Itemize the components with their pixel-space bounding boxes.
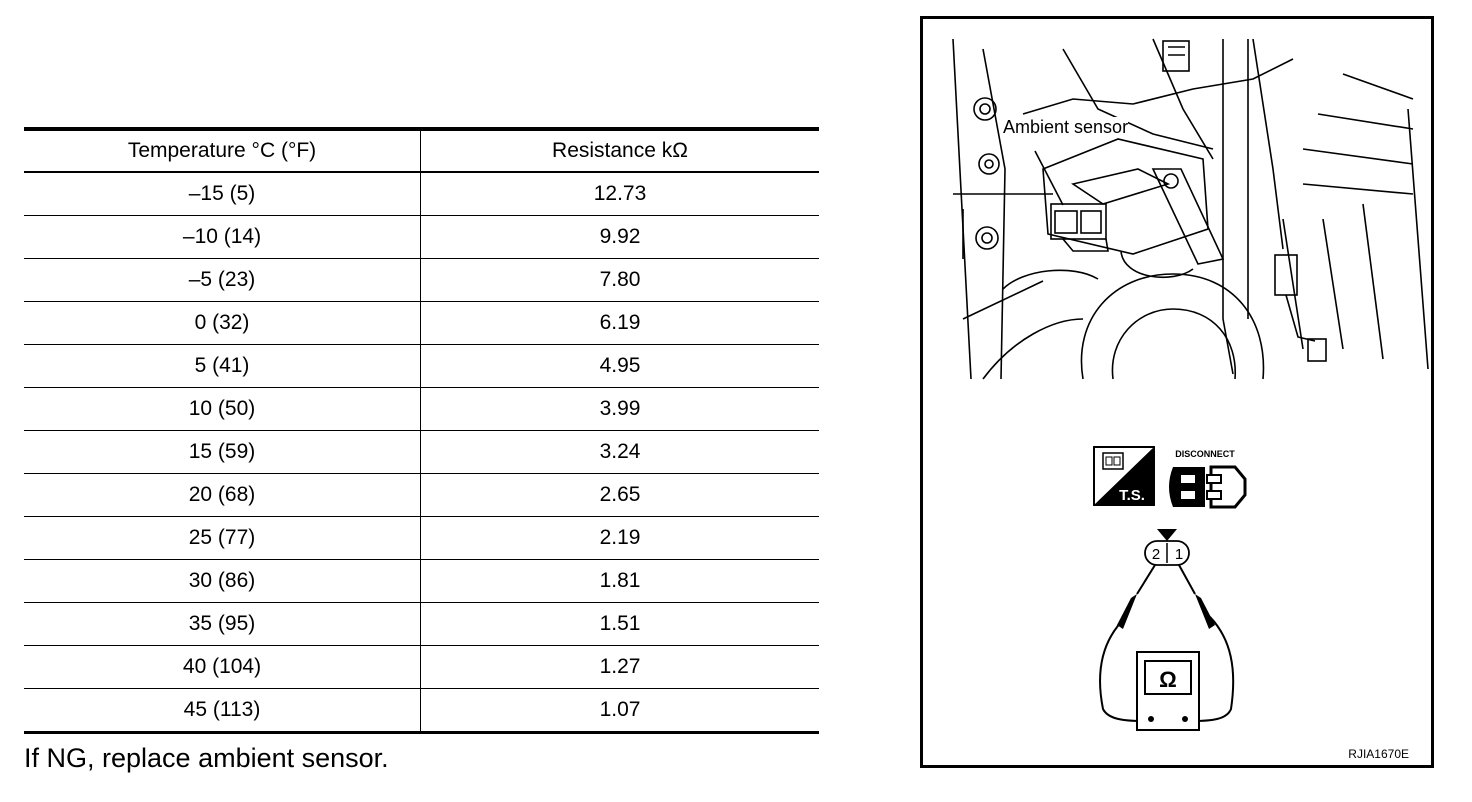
temperature-cell: 40 (104) <box>24 645 421 689</box>
table-row: 45 (113)1.07 <box>24 688 819 734</box>
temperature-cell: 10 (50) <box>24 387 421 431</box>
header-resistance: Resistance kΩ <box>420 127 819 173</box>
table-row: 35 (95)1.51 <box>24 602 819 646</box>
ts-label: T.S. <box>1119 487 1145 504</box>
table-row: 15 (59)3.24 <box>24 430 819 474</box>
header-temperature: Temperature °C (°F) <box>24 127 421 173</box>
temperature-cell: 15 (59) <box>24 430 421 474</box>
meter-symbol: Ω <box>1159 667 1177 692</box>
table-row: 5 (41)4.95 <box>24 344 819 388</box>
table-row: –15 (5)12.73 <box>24 172 819 216</box>
disconnect-icon: DISCONNECT <box>1169 449 1247 509</box>
figure-id: RJIA1670E <box>1348 747 1409 761</box>
resistance-cell: 2.65 <box>420 473 819 517</box>
ambient-sensor-callout: Ambient sensor <box>1003 117 1129 137</box>
ts-connector-icon: T.S. <box>1093 446 1155 506</box>
resistance-cell: 1.51 <box>420 602 819 646</box>
temperature-cell: 45 (113) <box>24 688 421 734</box>
temperature-cell: 25 (77) <box>24 516 421 560</box>
resistance-cell: 6.19 <box>420 301 819 345</box>
sensor-illustration: T.S. DISCONNECT 2 1 <box>952 38 1429 731</box>
temperature-cell: –10 (14) <box>24 215 421 259</box>
table-row: 25 (77)2.19 <box>24 516 819 560</box>
resistance-cell: 12.73 <box>420 172 819 216</box>
resistance-cell: 3.99 <box>420 387 819 431</box>
table-row: –10 (14)9.92 <box>24 215 819 259</box>
resistance-cell: 2.19 <box>420 516 819 560</box>
temperature-cell: 30 (86) <box>24 559 421 603</box>
temperature-cell: –15 (5) <box>24 172 421 216</box>
table-row: 40 (104)1.27 <box>24 645 819 689</box>
resistance-cell: 3.24 <box>420 430 819 474</box>
temperature-cell: 35 (95) <box>24 602 421 646</box>
ohmmeter-icon: Ω <box>1136 651 1200 731</box>
note-text: If NG, replace ambient sensor. <box>24 743 389 773</box>
temperature-cell: 20 (68) <box>24 473 421 517</box>
disconnect-label: DISCONNECT <box>1175 449 1235 459</box>
table-row: –5 (23)7.80 <box>24 258 819 302</box>
temperature-cell: –5 (23) <box>24 258 421 302</box>
sensor-figure: T.S. DISCONNECT 2 1 <box>920 16 1434 768</box>
resistance-cell: 1.81 <box>420 559 819 603</box>
table-row: 0 (32)6.19 <box>24 301 819 345</box>
table-row: 30 (86)1.81 <box>24 559 819 603</box>
resistance-cell: 7.80 <box>420 258 819 302</box>
resistance-cell: 1.07 <box>420 688 819 734</box>
table-row: 20 (68)2.65 <box>24 473 819 517</box>
resistance-table: Temperature °C (°F) Resistance kΩ –15 (5… <box>24 127 819 734</box>
pin-2-label: 2 <box>1152 546 1160 563</box>
harness-connector: 2 1 <box>1144 529 1190 566</box>
pin-1-label: 1 <box>1175 546 1183 563</box>
temperature-cell: 5 (41) <box>24 344 421 388</box>
table-header-row: Temperature °C (°F) Resistance kΩ <box>24 127 819 173</box>
temperature-cell: 0 (32) <box>24 301 421 345</box>
resistance-cell: 4.95 <box>420 344 819 388</box>
resistance-cell: 1.27 <box>420 645 819 689</box>
resistance-cell: 9.92 <box>420 215 819 259</box>
table-row: 10 (50)3.99 <box>24 387 819 431</box>
